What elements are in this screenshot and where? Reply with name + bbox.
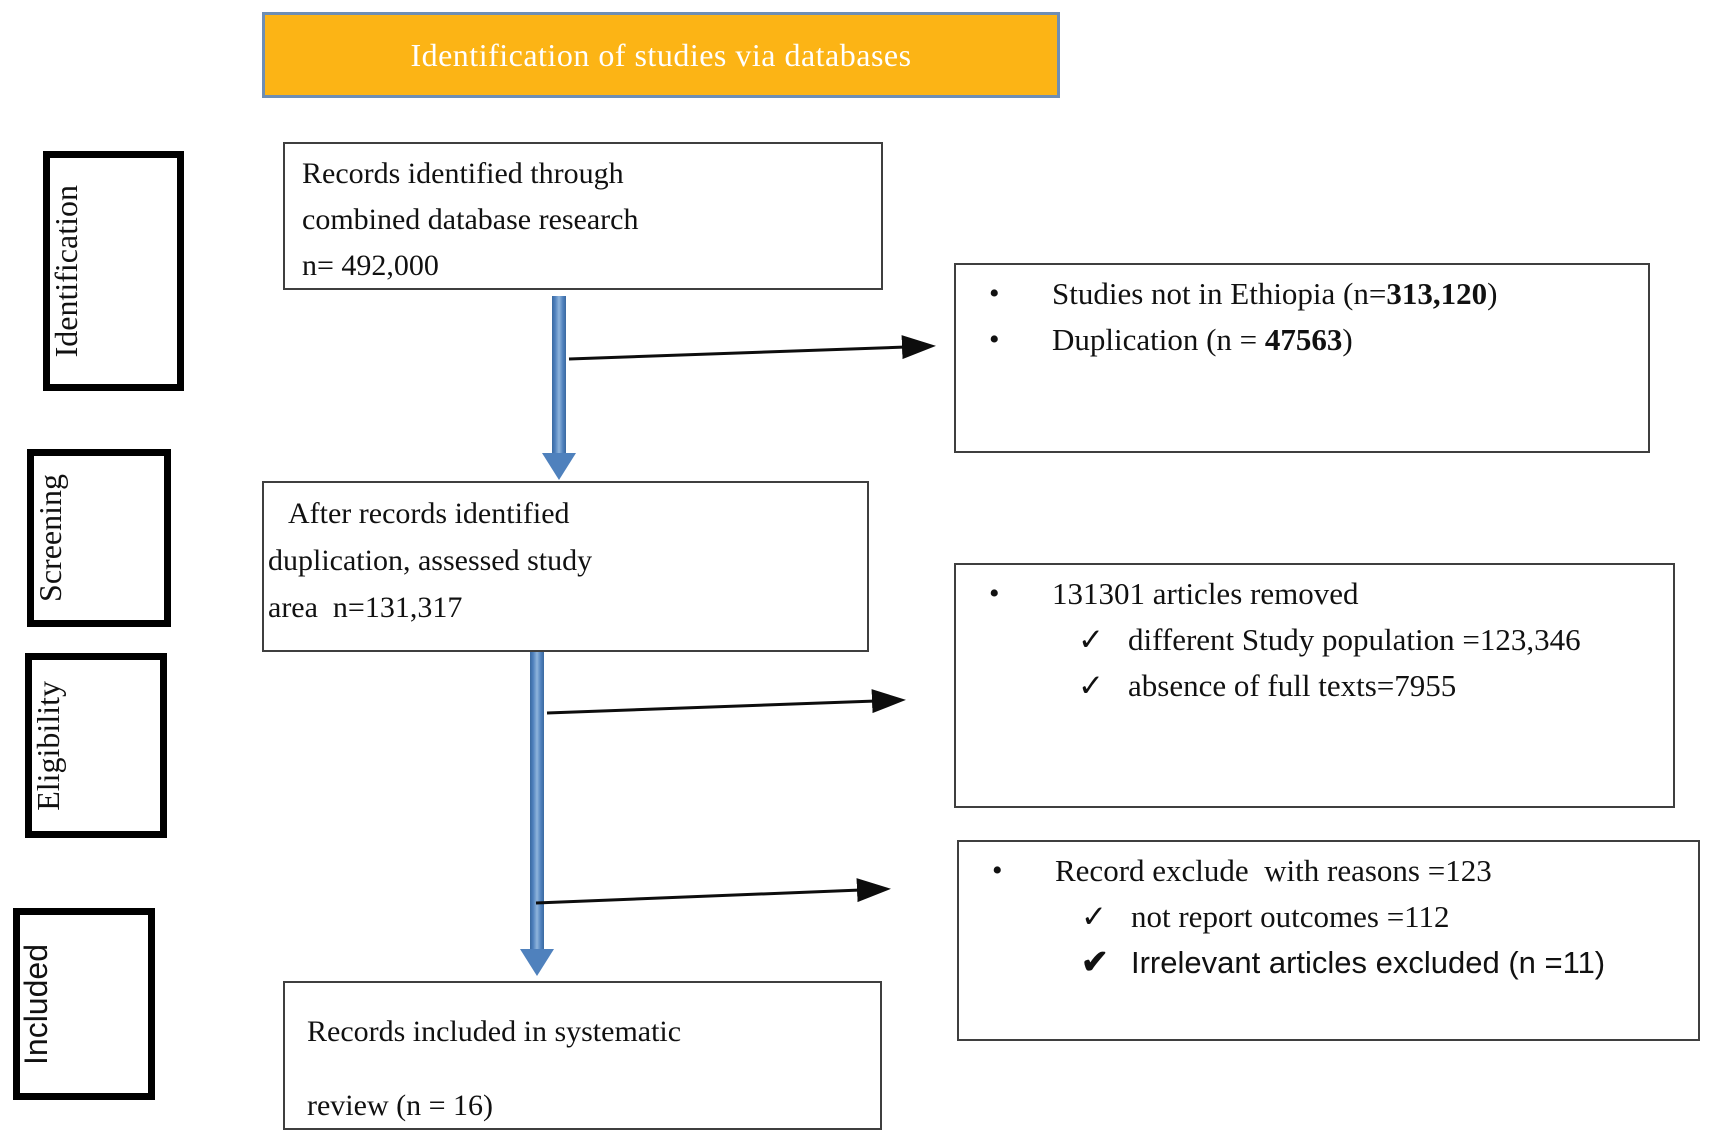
check-item: ✓ absence of full texts=7955 <box>956 663 1673 709</box>
bullet-text-bold: 313,120 <box>1386 276 1488 311</box>
flow-box-line: duplication, assessed study <box>268 544 593 577</box>
exclusion-box-excluded-reasons: • Record exclude with reasons =123 ✓ not… <box>957 840 1700 1041</box>
bullet-text-post: ) <box>1342 322 1353 357</box>
bullet-text: 131301 articles removed <box>1052 576 1359 611</box>
check-icon: ✓ <box>1078 622 1104 657</box>
flow-box-line: combined database research <box>302 203 639 236</box>
blue-arrow-head-1 <box>542 453 576 480</box>
flow-box-line: After records identified <box>288 497 570 530</box>
check-text: Irrelevant articles excluded (n =11) <box>1131 945 1606 980</box>
check-text: different Study population =123,346 <box>1128 622 1581 657</box>
flow-box-included-review: Records included in systematic review (n… <box>283 981 882 1130</box>
black-arrow-to-exclusion-2 <box>546 689 906 715</box>
check-bold-icon: ✔ <box>1081 945 1109 981</box>
stage-label-eligibility: Eligibility <box>30 680 66 811</box>
black-arrow-to-exclusion-3 <box>535 878 891 905</box>
bullet-text: Studies not in Ethiopia (n=313,120) <box>1052 271 1497 317</box>
bullet-text-pre: Duplication (n = <box>1052 322 1265 357</box>
flow-box-line: Records identified through <box>302 157 624 190</box>
flow-box-line: area n=131,317 <box>268 591 463 624</box>
check-icon: ✓ <box>1078 668 1104 703</box>
stage-box-eligibility: Eligibility <box>25 653 167 838</box>
stage-label-identification: Identification <box>48 184 84 358</box>
bullet-text-post: ) <box>1487 276 1498 311</box>
black-arrow-to-exclusion-1 <box>568 335 936 361</box>
bullet-text: Duplication (n = 47563) <box>1052 317 1353 363</box>
diagram-title: Identification of studies via databases <box>410 36 912 73</box>
bullet-text-bold: 47563 <box>1264 322 1343 357</box>
check-item: ✓ different Study population =123,346 <box>956 617 1673 663</box>
stage-label-included: Included <box>18 943 54 1065</box>
blue-arrow-shaft-2 <box>530 652 544 950</box>
flow-box-after-duplication: After records identified duplication, as… <box>262 481 869 652</box>
check-text: absence of full texts=7955 <box>1128 668 1457 703</box>
bullet-text: Record exclude with reasons =123 <box>1055 853 1492 888</box>
bullet-text-pre: Studies not in Ethiopia (n= <box>1052 276 1387 311</box>
bullet-item: • Duplication (n = 47563) <box>956 317 1648 363</box>
stage-box-included: Included <box>13 908 155 1100</box>
bullet-icon: • <box>989 323 1000 356</box>
flow-box-line: n= 492,000 <box>302 249 439 282</box>
bullet-item: • Studies not in Ethiopia (n=313,120) <box>956 271 1648 317</box>
bullet-item: • 131301 articles removed <box>956 571 1673 617</box>
exclusion-box-articles-removed: • 131301 articles removed ✓ different St… <box>954 563 1675 808</box>
stage-box-screening: Screening <box>27 449 171 627</box>
flow-box-line: Records included in systematic <box>307 1015 682 1048</box>
stage-label-screening: Screening <box>32 474 68 602</box>
bullet-icon: • <box>992 854 1003 887</box>
blue-arrow-head-2 <box>520 949 554 976</box>
flow-box-line: review (n = 16) <box>307 1089 494 1122</box>
bullet-item: • Record exclude with reasons =123 <box>959 848 1698 894</box>
check-item: ✓ not report outcomes =112 <box>959 894 1698 940</box>
check-item: ✔ Irrelevant articles excluded (n =11) <box>959 940 1698 986</box>
blue-arrow-shaft-1 <box>552 296 566 454</box>
flow-box-records-identified: Records identified through combined data… <box>283 142 883 290</box>
check-icon: ✓ <box>1081 899 1107 934</box>
exclusion-box-not-ethiopia: • Studies not in Ethiopia (n=313,120) • … <box>954 263 1650 453</box>
bullet-icon: • <box>989 277 1000 310</box>
bullet-icon: • <box>989 577 1000 610</box>
check-text: not report outcomes =112 <box>1131 899 1450 934</box>
stage-box-identification: Identification <box>43 151 184 391</box>
diagram-header: Identification of studies via databases <box>262 12 1060 98</box>
